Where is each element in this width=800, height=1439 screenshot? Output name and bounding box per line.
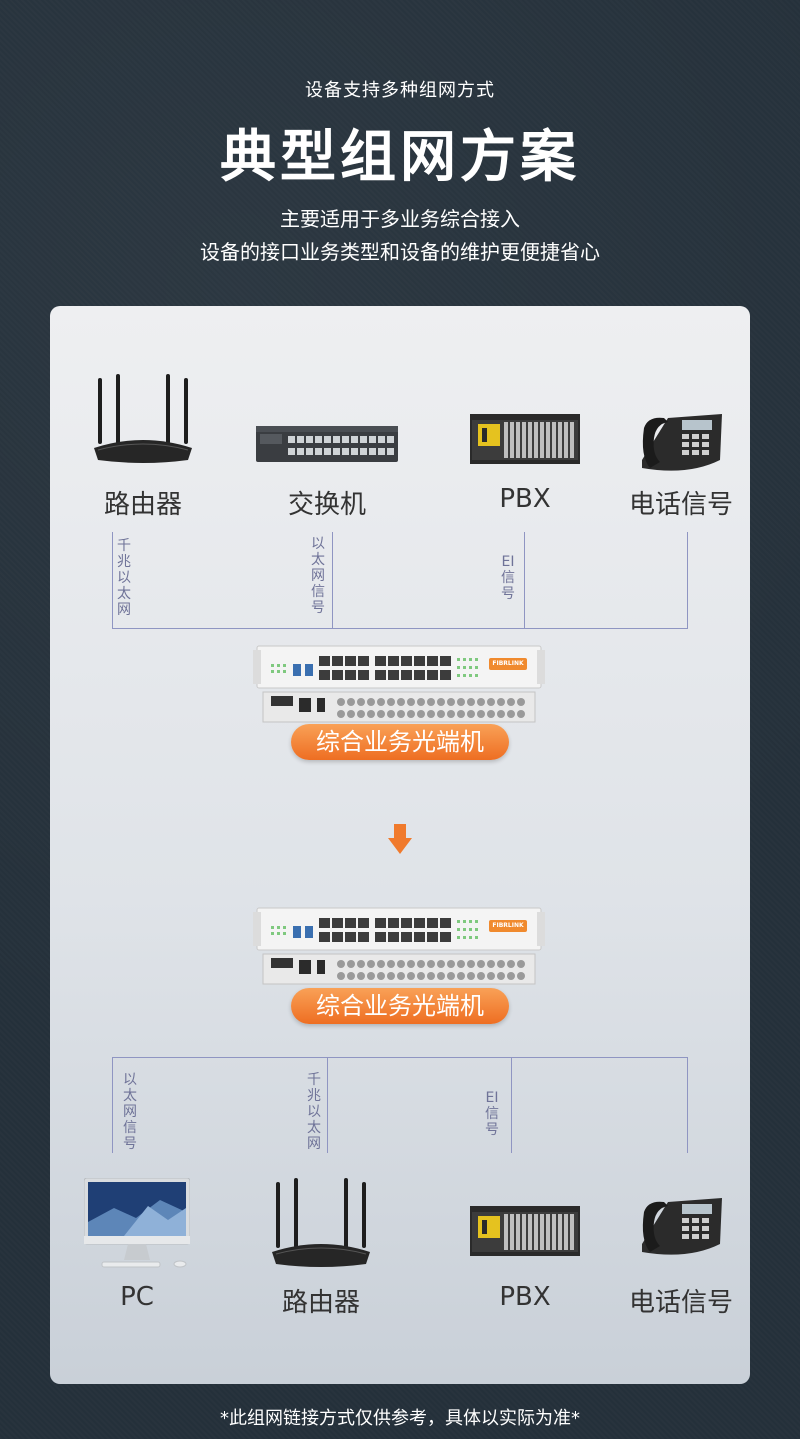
router-icon	[266, 1178, 376, 1270]
switch-icon	[256, 422, 398, 466]
bottom-line-2	[327, 1057, 328, 1153]
top-device-label-1: 路由器	[103, 490, 182, 520]
phone-icon	[638, 1194, 724, 1260]
subtitle: 设备支持多种组网方式	[305, 80, 495, 101]
bottom-signal-2: 千兆以太网	[307, 1072, 321, 1152]
phone-icon	[638, 410, 724, 476]
bottom-line-4	[687, 1057, 688, 1153]
top-signal-1: 千兆以太网	[117, 538, 131, 618]
bottom-signal-3: EI信号	[485, 1090, 499, 1138]
pbx-icon	[470, 1206, 580, 1256]
top-line-2	[332, 532, 333, 628]
arrow-down-icon	[388, 824, 412, 854]
bottom-device-label-4: 电话信号	[628, 1288, 733, 1318]
bottom-device-label-3: PBX	[499, 1282, 551, 1312]
top-device-label-4: 电话信号	[628, 490, 733, 520]
bottom-bus-line	[112, 1057, 688, 1058]
optical-terminal-bottom	[253, 906, 545, 986]
description-line-2: 设备的接口业务类型和设备的维护更便捷省心	[200, 240, 600, 264]
top-device-label-3: PBX	[499, 484, 551, 514]
brand-logo-bottom: FIBRLINK	[492, 922, 524, 929]
bottom-line-1	[112, 1057, 113, 1153]
description-line-1: 主要适用于多业务综合接入	[280, 207, 520, 231]
page-title: 典型组网方案	[220, 125, 580, 190]
optical-terminal-bottom-label: 综合业务光端机	[291, 988, 509, 1024]
top-signal-2: 以太网信号	[311, 536, 325, 616]
top-line-3	[524, 532, 525, 628]
top-line-4	[687, 532, 688, 628]
footnote: *此组网链接方式仅供参考，具体以实际为准*	[220, 1408, 580, 1429]
bottom-device-label-2: 路由器	[281, 1288, 360, 1318]
top-device-label-2: 交换机	[287, 490, 366, 520]
top-bus-line	[112, 628, 688, 629]
top-line-1	[112, 532, 113, 628]
optical-terminal-top-label: 综合业务光端机	[291, 724, 509, 760]
bottom-device-label-1: PC	[120, 1282, 154, 1312]
top-signal-3: EI信号	[501, 554, 515, 602]
bottom-signal-1: 以太网信号	[123, 1072, 137, 1152]
optical-terminal-top	[253, 644, 545, 724]
bottom-line-3	[511, 1057, 512, 1153]
router-icon	[88, 374, 198, 466]
pbx-icon	[470, 414, 580, 464]
brand-logo-top: FIBRLINK	[492, 660, 524, 667]
monitor-icon	[84, 1178, 190, 1270]
network-diagram-panel: 路由器 交换机	[50, 306, 750, 1384]
